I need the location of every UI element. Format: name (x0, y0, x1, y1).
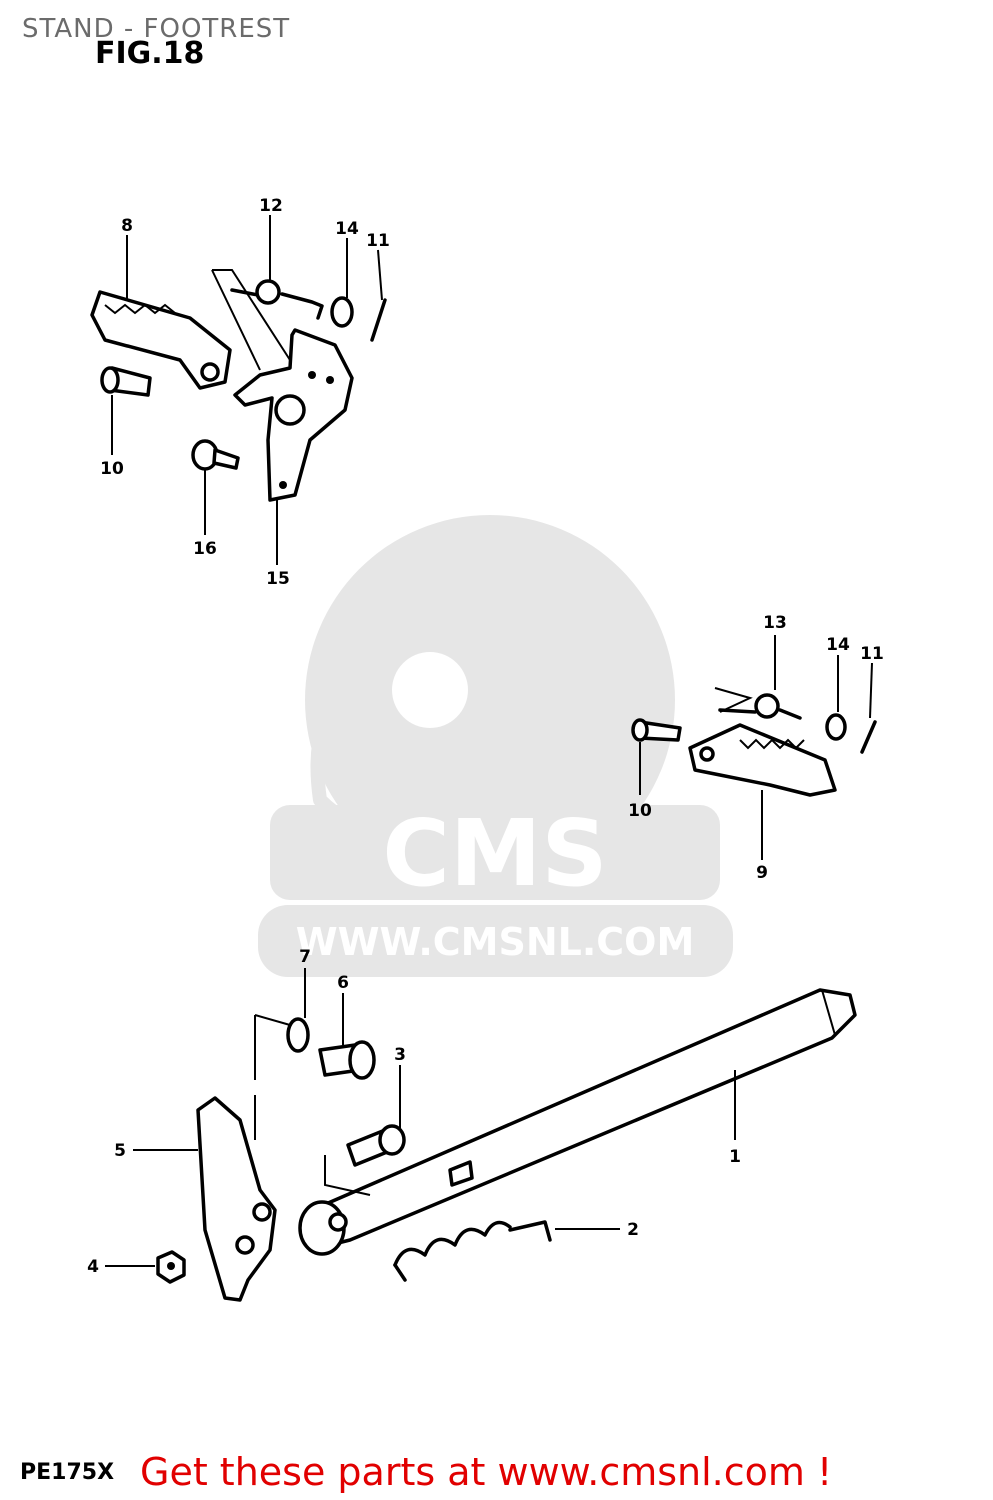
footrest-9 (688, 723, 837, 797)
bracket-5-hole (235, 1235, 255, 1255)
callout-12: 12 (259, 196, 283, 216)
footrest-8-hole (200, 362, 220, 382)
side-stand-assembly (105, 968, 857, 1302)
spring-2-hook-2 (393, 1263, 407, 1282)
callout-15: 15 (266, 569, 290, 589)
callout-1: 1 (729, 1147, 741, 1167)
callout-10b: 10 (628, 801, 652, 821)
watermark-url: WWW.CMSNL.COM (296, 920, 695, 964)
side-stand-1 (308, 988, 857, 1252)
pin-10b-head (631, 718, 649, 742)
callout-9: 9 (756, 863, 768, 883)
left-footrest-assembly (90, 215, 387, 565)
pin-10a-head (100, 366, 120, 394)
callout-labels: 8 12 14 11 10 16 15 13 14 11 10 9 7 6 3 … (87, 196, 884, 1277)
callout-16: 16 (193, 539, 217, 559)
watermark-brand: CMS (382, 800, 607, 907)
page-title: STAND - FOOTREST (22, 14, 291, 44)
watermark-brand-box (270, 805, 720, 900)
watermark-url-box (258, 905, 733, 977)
bracket-15-hole-2 (308, 371, 316, 379)
callout-6: 6 (337, 973, 349, 993)
footrest-8 (90, 290, 232, 390)
callout-4: 4 (87, 1257, 99, 1277)
watermark-head (305, 515, 675, 885)
right-footrest-assembly (631, 635, 877, 860)
callout-10a: 10 (100, 459, 124, 479)
right-guide-lines (714, 687, 753, 713)
model-code: PE175X (20, 1460, 115, 1485)
left-guide-lines (211, 269, 291, 371)
bracket-15-hole (274, 394, 306, 426)
bolt-16-thread (212, 448, 240, 470)
washer-14b (825, 713, 847, 741)
watermark-eye (392, 652, 468, 728)
cotter-pin-11a (370, 298, 387, 342)
cotter-pin-11b (860, 720, 877, 754)
spring-12 (255, 279, 281, 305)
bracket-15-hole-3 (326, 376, 334, 384)
callout-3: 3 (394, 1045, 406, 1065)
callout-11b: 11 (860, 644, 884, 664)
spring-13 (754, 693, 780, 719)
callout-8: 8 (121, 216, 133, 236)
footrest-9-hole (699, 746, 715, 762)
footrest-9-teeth (739, 738, 805, 750)
callout-11a: 11 (366, 231, 390, 251)
stand-guide-lines (254, 1014, 371, 1196)
bolt-3-head (378, 1124, 406, 1156)
promo-link[interactable]: Get these parts at www.cmsnl.com ! (140, 1450, 833, 1494)
callout-2: 2 (627, 1220, 639, 1240)
spring-12-arm-2 (280, 292, 324, 320)
nut-4-hole (167, 1262, 175, 1270)
callout-5: 5 (114, 1141, 126, 1161)
washer-7 (286, 1017, 310, 1053)
bracket-5-hole-2 (252, 1202, 272, 1222)
bracket-5 (196, 1096, 277, 1302)
spring-2-hook (508, 1220, 552, 1242)
callout-13: 13 (763, 613, 787, 633)
watermark-logo: CMS WWW.CMSNL.COM (258, 515, 733, 977)
side-stand-1-hook (448, 1160, 474, 1187)
leader-11a (377, 249, 383, 301)
bracket-15-hole-4 (279, 481, 287, 489)
leader-11b (869, 662, 873, 719)
side-stand-1-foot (821, 989, 836, 1036)
footrest-8-teeth (104, 303, 176, 315)
figure-label: FIG.18 (95, 36, 205, 71)
bolt-6-head (348, 1040, 376, 1080)
washer-14a (330, 296, 354, 328)
callout-7: 7 (299, 947, 311, 967)
spring-12-arm (230, 288, 260, 297)
callout-14b: 14 (826, 635, 850, 655)
side-stand-1-hole (328, 1212, 348, 1232)
spring-2 (393, 1220, 512, 1267)
callout-14a: 14 (335, 219, 359, 239)
